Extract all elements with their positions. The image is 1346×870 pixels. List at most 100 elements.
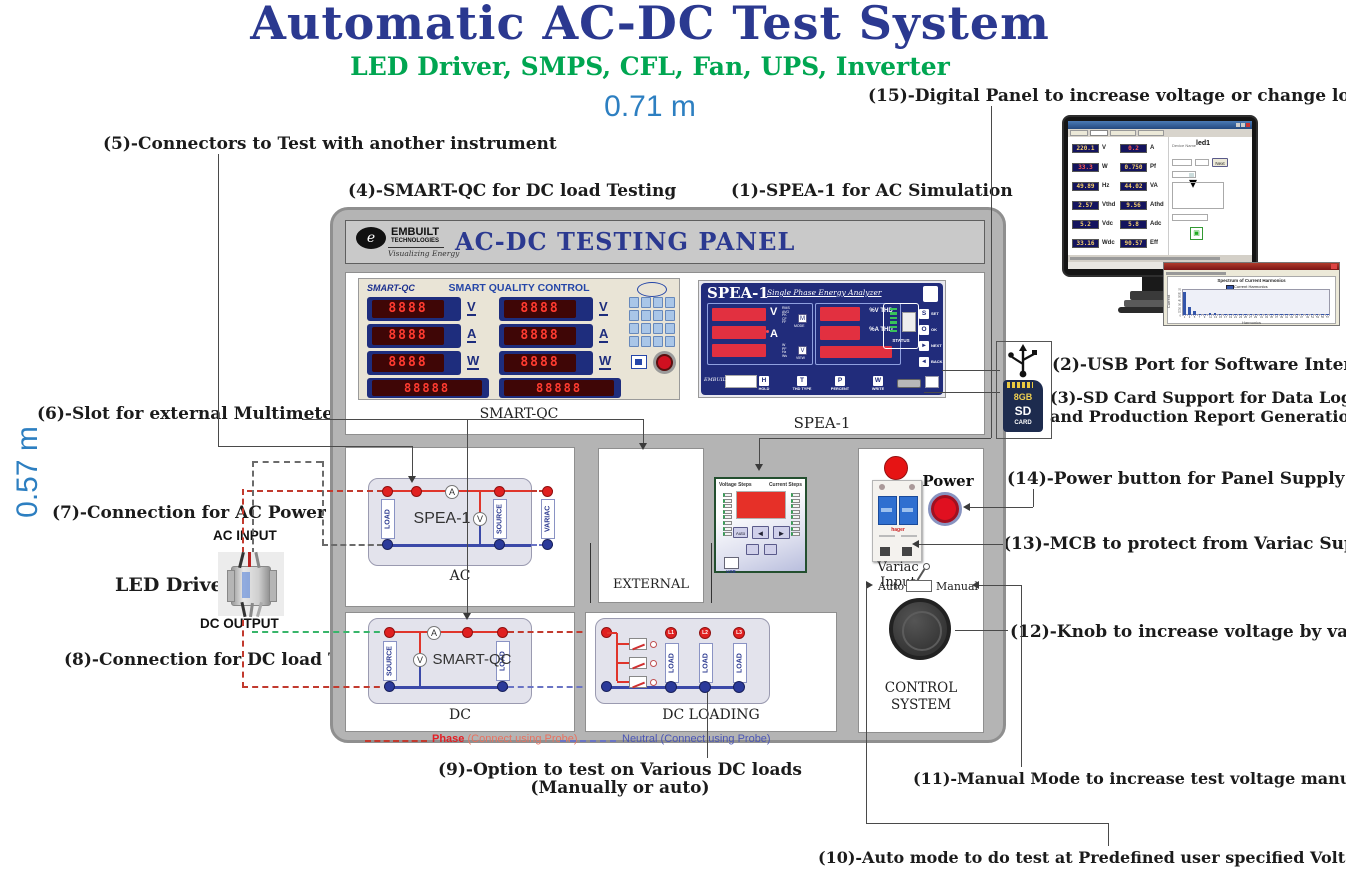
spea-key[interactable]: T	[797, 376, 807, 386]
dc-terminal[interactable]	[384, 627, 395, 638]
smartqc-key[interactable]	[641, 336, 651, 347]
step-button[interactable]	[764, 544, 777, 555]
smartqc-key[interactable]	[665, 323, 675, 334]
load-terminal[interactable]	[665, 681, 677, 693]
step-indicator	[723, 526, 732, 531]
relay-switch[interactable]	[629, 638, 647, 650]
app-titlebar	[1068, 121, 1252, 129]
spea-key[interactable]: H	[759, 376, 769, 386]
reading-value: 5.2	[1072, 220, 1099, 229]
mcb-switch[interactable]	[899, 496, 918, 525]
load-terminal[interactable]	[733, 681, 745, 693]
smartqc-key[interactable]	[629, 336, 639, 347]
step-button[interactable]	[746, 544, 759, 555]
app-tab[interactable]	[1110, 130, 1136, 136]
step-usb-port[interactable]	[724, 557, 739, 569]
dc-caption: DC	[449, 707, 471, 723]
dc-terminal[interactable]	[384, 681, 395, 692]
next-button[interactable]: Next	[1212, 158, 1228, 167]
spea-key-label: WRITE	[871, 387, 885, 391]
load-terminal-l3[interactable]: L3	[733, 627, 745, 639]
callout-3: (3)-SD Card Support for Data Logging	[1050, 388, 1346, 407]
smartqc-key[interactable]	[653, 323, 663, 334]
load-terminal[interactable]	[699, 681, 711, 693]
spea-back-button[interactable]: ◂	[919, 357, 929, 367]
spea-next-button[interactable]: ▸	[919, 341, 929, 351]
bar	[1285, 314, 1288, 315]
smartqc-key[interactable]	[653, 297, 663, 308]
mcb[interactable]: hager	[872, 480, 922, 562]
x-tick: 39	[1279, 316, 1284, 320]
spea-power-button[interactable]	[923, 286, 938, 302]
chart-plot: Spectrum of Current Harmonics Current Ha…	[1166, 276, 1336, 325]
auto-manual-toggle[interactable]	[906, 580, 932, 592]
dc-terminal[interactable]	[462, 627, 473, 638]
load-terminal-l2[interactable]: L2	[699, 627, 711, 639]
smartqc-key[interactable]	[665, 310, 675, 321]
load-terminal-l1[interactable]: L1	[665, 627, 677, 639]
smartqc-red-button[interactable]	[656, 354, 673, 371]
ac-terminal[interactable]	[494, 486, 505, 497]
smartqc-key[interactable]	[629, 310, 639, 321]
status-led	[890, 312, 897, 315]
smartqc-key[interactable]	[629, 323, 639, 334]
dc-terminal[interactable]	[497, 627, 508, 638]
smartqc-key[interactable]	[641, 297, 651, 308]
phase-dropdown[interactable]: ▾	[1172, 171, 1197, 192]
step-indicator	[723, 509, 732, 514]
step-auto-button[interactable]: Auto	[733, 527, 748, 538]
page-title: Automatic AC-DC Test System	[250, 0, 1050, 50]
ac-terminal[interactable]	[542, 486, 553, 497]
dc-terminal[interactable]	[497, 681, 508, 692]
smartqc-key[interactable]	[653, 310, 663, 321]
callout-9: (9)-Option to test on Various DC loads	[437, 760, 803, 780]
smartqc-key[interactable]	[629, 297, 639, 308]
spea-ok-button[interactable]: O	[919, 325, 929, 335]
close-icon[interactable]	[1331, 264, 1337, 269]
spea-sd-slot[interactable]	[897, 379, 921, 388]
variac-knob[interactable]	[889, 598, 951, 660]
spea-mode-button[interactable]: M	[798, 314, 807, 323]
smartqc-usb-port[interactable]	[631, 355, 647, 369]
spea-tagline: Single Phase Energy Analyzer	[767, 288, 882, 297]
smartqc-keypad[interactable]	[629, 297, 675, 349]
callout-4: (4)-SMART-QC for DC load Testing	[348, 181, 677, 201]
smartqc-key[interactable]	[653, 336, 663, 347]
save-icon[interactable]: ▣	[1190, 227, 1203, 240]
callout-6: (6)-Slot for external Multimeter	[37, 404, 343, 424]
bar	[1290, 314, 1293, 315]
spea-usb-port[interactable]	[925, 376, 939, 388]
mcb-switch[interactable]	[878, 496, 897, 525]
seven-segment-display: 8888	[504, 300, 576, 318]
spea-set-button[interactable]: S	[919, 309, 929, 319]
relay-switch[interactable]	[629, 676, 647, 688]
ac-terminal[interactable]	[382, 486, 393, 497]
ac-terminal[interactable]	[411, 486, 422, 497]
relay-switch[interactable]	[629, 657, 647, 669]
ac-terminal[interactable]	[494, 539, 505, 550]
smartqc-key[interactable]	[641, 323, 651, 334]
step-right-button[interactable]: ►	[773, 526, 790, 539]
step-left-button[interactable]: ◄	[752, 526, 769, 539]
power-button[interactable]	[928, 492, 962, 526]
voltage-steps-label: Voltage Steps	[719, 482, 752, 488]
step-indicator	[791, 498, 800, 503]
smartqc-key[interactable]	[665, 297, 675, 308]
control-system-label1: CONTROL	[884, 680, 958, 696]
sd-type-label: SD	[1014, 404, 1032, 418]
x-tick: 21	[1233, 316, 1238, 320]
bar	[1295, 314, 1299, 315]
ac-terminal[interactable]	[382, 539, 393, 550]
smartqc-key[interactable]	[665, 336, 675, 347]
spea-key[interactable]: P	[835, 376, 845, 386]
app-tab[interactable]	[1138, 130, 1164, 136]
smartqc-key[interactable]	[641, 310, 651, 321]
spea-key[interactable]: W	[873, 376, 883, 386]
callout-5: (5)-Connectors to Test with another inst…	[103, 134, 557, 154]
dc-loading-terminal[interactable]	[601, 681, 612, 692]
external-slot[interactable]	[598, 448, 704, 603]
ac-terminal[interactable]	[542, 539, 553, 550]
spea-view-button[interactable]: V	[798, 346, 807, 355]
app-tab[interactable]	[1090, 130, 1108, 136]
app-tab[interactable]	[1070, 130, 1088, 136]
